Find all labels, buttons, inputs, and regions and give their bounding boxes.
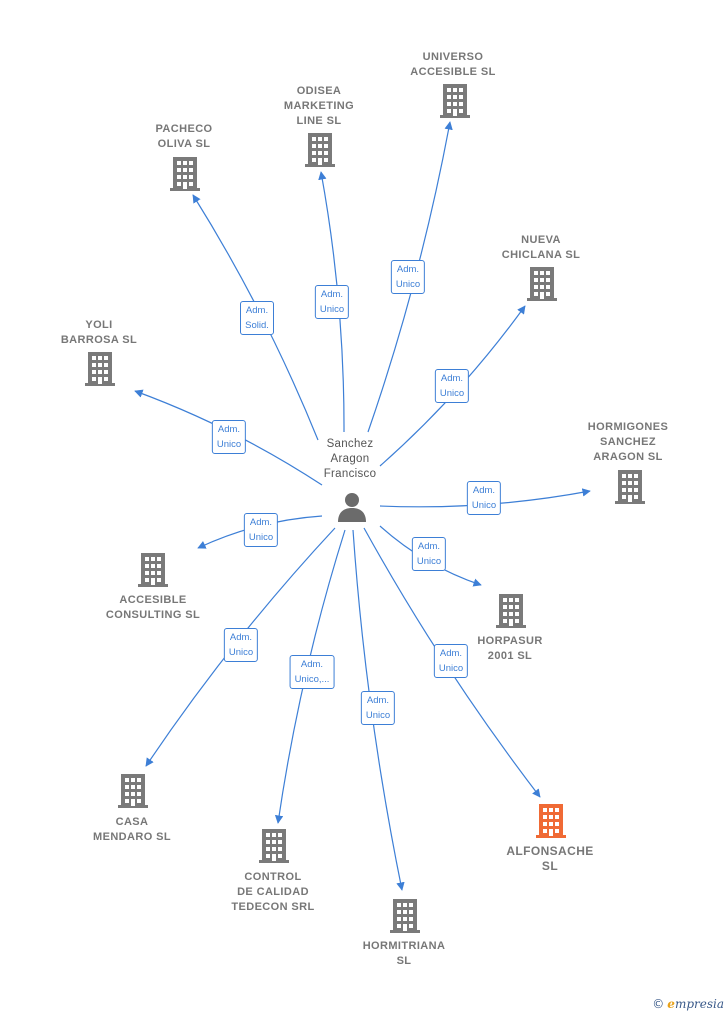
relation-label-control: Adm. Unico,... <box>289 655 335 689</box>
company-name-horpasur[interactable]: HORPASUR 2001 SL <box>477 635 543 662</box>
company-name-yoli[interactable]: YOLI BARROSA SL <box>60 319 138 346</box>
company-name-accesible[interactable]: ACCESIBLE CONSULTING SL <box>105 594 201 621</box>
building-icon[interactable] <box>527 267 557 301</box>
building-icon[interactable] <box>390 899 420 933</box>
building-icon[interactable] <box>615 470 645 504</box>
brand-name: mpresia <box>674 997 724 1011</box>
building-icon[interactable] <box>118 774 148 808</box>
building-icon[interactable] <box>305 133 335 167</box>
building-icon[interactable] <box>440 84 470 118</box>
empresia-logo: ©empresia <box>652 997 724 1011</box>
center-person-name[interactable]: Sanchez Aragon Francisco <box>323 438 377 480</box>
relation-label-odisea: Adm. Unico <box>314 285 350 319</box>
brand-initial: e <box>667 997 675 1011</box>
building-icon[interactable] <box>170 157 200 191</box>
company-name-hormitriana[interactable]: HORMITRIANA SL <box>362 940 446 967</box>
building-icon[interactable] <box>85 352 115 386</box>
relation-label-casa: Adm. Unico <box>223 628 259 662</box>
company-name-universo[interactable]: UNIVERSO ACCESIBLE SL <box>410 51 496 78</box>
company-name-hormigones[interactable]: HORMIGONES SANCHEZ ARAGON SL <box>587 421 669 463</box>
person-icon[interactable] <box>338 493 366 522</box>
company-name-nueva[interactable]: NUEVA CHICLANA SL <box>501 234 581 261</box>
building-icon[interactable] <box>496 594 526 628</box>
relation-label-horpasur: Adm. Unico <box>411 537 447 571</box>
copyright-symbol: © <box>652 997 665 1011</box>
relation-label-universo: Adm. Unico <box>390 260 426 294</box>
company-name-odisea[interactable]: ODISEA MARKETING LINE SL <box>283 85 355 127</box>
company-name-alfonsache[interactable]: ALFONSACHE SL <box>506 844 594 873</box>
relation-label-yoli: Adm. Unico <box>211 420 247 454</box>
relation-label-alfonsache: Adm. Unico <box>433 644 469 678</box>
building-icon[interactable] <box>536 804 566 838</box>
company-name-control[interactable]: CONTROL DE CALIDAD TEDECON SRL <box>231 871 315 913</box>
building-icon[interactable] <box>138 553 168 587</box>
relation-label-nueva: Adm. Unico <box>434 369 470 403</box>
relation-label-hormitriana: Adm. Unico <box>360 691 396 725</box>
building-icon[interactable] <box>259 829 289 863</box>
relation-label-hormigones: Adm. Unico <box>466 481 502 515</box>
relation-label-pacheco: Adm. Solid. <box>240 301 274 335</box>
company-name-pacheco[interactable]: PACHECO OLIVA SL <box>155 123 213 150</box>
relation-label-accesible: Adm. Unico <box>243 513 279 547</box>
company-name-casa[interactable]: CASA MENDARO SL <box>93 816 171 843</box>
